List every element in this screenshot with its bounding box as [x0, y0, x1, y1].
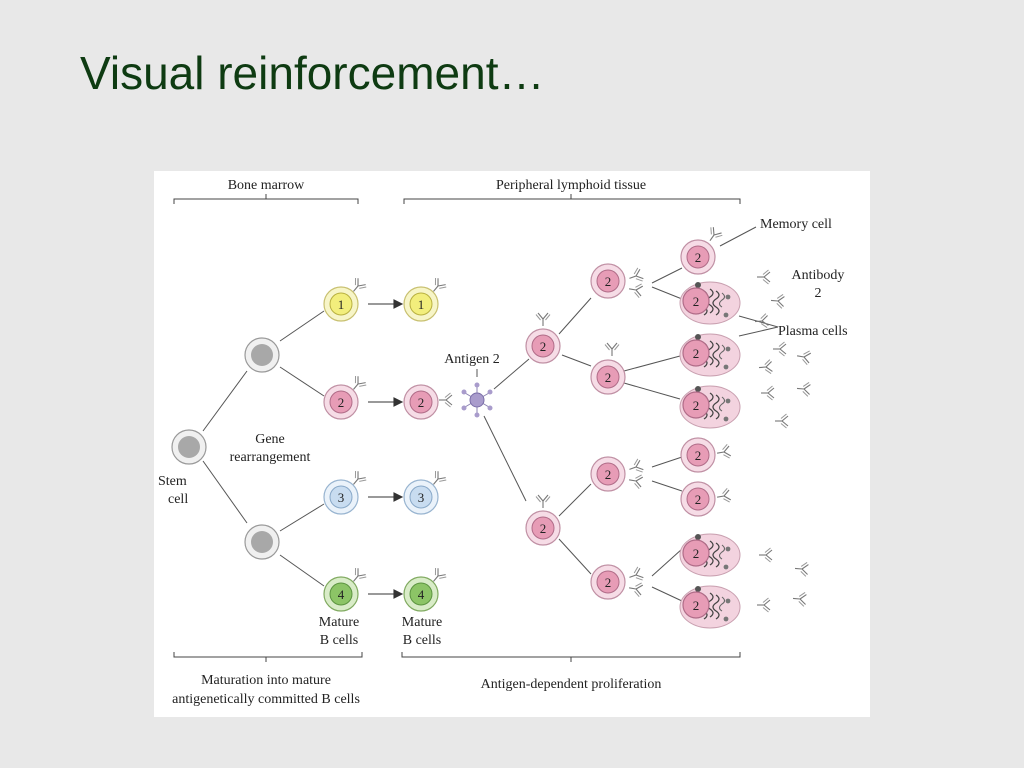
- svg-text:3: 3: [338, 490, 345, 505]
- memory-cell-b: 2: [680, 437, 732, 473]
- memory-cell-c: 2: [680, 481, 732, 517]
- svg-text:2: 2: [695, 250, 702, 265]
- maturation-bracket: [173, 652, 363, 662]
- proliferation-label: Antigen-dependent proliferation: [481, 677, 662, 692]
- dividing-cell-b: 2: [590, 342, 626, 395]
- antigen-label: Antigen 2: [444, 352, 500, 367]
- svg-text:2: 2: [693, 398, 700, 413]
- svg-text:2: 2: [695, 448, 702, 463]
- peripheral-tissue-label: Peripheral lymphoid tissue: [496, 178, 646, 193]
- svg-text:2: 2: [338, 395, 345, 410]
- plasma-cell-2: 2: [679, 333, 741, 377]
- mature-b-cell-3: 3: [403, 469, 448, 515]
- svg-text:3: 3: [418, 490, 425, 505]
- svg-text:4: 4: [418, 587, 425, 602]
- b-cell-clone-1: 1: [323, 276, 368, 322]
- svg-text:2: 2: [605, 467, 612, 482]
- b-cell-clone-4: 4: [323, 566, 368, 612]
- svg-text:2: 2: [540, 521, 547, 536]
- maturation-arrows: [368, 299, 404, 599]
- svg-text:2: 2: [605, 370, 612, 385]
- antibody-label-1: Antibody: [792, 268, 845, 283]
- stem-cell-label-1: Stem: [158, 474, 187, 489]
- svg-text:2: 2: [540, 339, 547, 354]
- maturation-label-1: Maturation into mature: [201, 673, 331, 688]
- svg-text:2: 2: [693, 598, 700, 613]
- proliferation-bracket: [401, 652, 741, 662]
- svg-text:4: 4: [338, 587, 345, 602]
- svg-text:2: 2: [693, 546, 700, 561]
- b-cell-diagram: Bone marrow Peripheral lymphoid tissue: [154, 171, 870, 717]
- progenitor-cell-upper: [244, 337, 280, 373]
- svg-text:1: 1: [418, 297, 425, 312]
- mature-b-cell-4: 4: [403, 566, 448, 612]
- lineage-lines: [202, 226, 779, 602]
- svg-text:2: 2: [605, 575, 612, 590]
- plasma-cell-5: 2: [679, 585, 741, 629]
- mature-b-label-1-line2: B cells: [320, 633, 359, 648]
- mature-b-label-1-line1: Mature: [319, 615, 359, 630]
- svg-text:2: 2: [693, 294, 700, 309]
- peripheral-bracket: [403, 194, 741, 204]
- stem-cell-label-2: cell: [168, 492, 188, 507]
- stem-cell: [171, 429, 207, 465]
- plasma-cells-label: Plasma cells: [778, 324, 848, 339]
- slide-title: Visual reinforcement…: [80, 47, 545, 99]
- dividing-cell-a: 2: [590, 263, 645, 299]
- svg-text:2: 2: [693, 346, 700, 361]
- progenitor-cell-lower: [244, 524, 280, 560]
- bone-marrow-label: Bone marrow: [228, 178, 305, 193]
- b-cell-clone-3: 3: [323, 469, 368, 515]
- mature-b-cell-2: 2: [403, 384, 453, 420]
- plasma-cell-3: 2: [679, 385, 741, 429]
- svg-text:2: 2: [605, 274, 612, 289]
- antigen-2: [461, 382, 493, 418]
- gene-label-1: Gene: [255, 432, 285, 447]
- svg-text:2: 2: [418, 395, 425, 410]
- bone-marrow-bracket: [173, 194, 359, 204]
- gene-label-2: rearrangement: [230, 450, 311, 465]
- activated-b-cell-upper: 2: [525, 312, 561, 364]
- maturation-label-2: antigenetically committed B cells: [172, 692, 360, 707]
- plasma-cell-4: 2: [679, 533, 741, 577]
- free-antibodies: [753, 269, 812, 613]
- mature-b-label-2-line1: Mature: [402, 615, 442, 630]
- memory-cell-label: Memory cell: [760, 217, 832, 232]
- dividing-cell-d: 2: [590, 564, 645, 600]
- b-cell-clone-2: 2: [323, 374, 368, 420]
- memory-cell: 2: [680, 225, 724, 275]
- diagram-canvas: Bone marrow Peripheral lymphoid tissue: [158, 178, 848, 707]
- mature-b-cell-1: 1: [403, 276, 448, 322]
- svg-text:1: 1: [338, 297, 345, 312]
- plasma-cell-1: 2: [679, 281, 741, 325]
- antibody-label-2: 2: [815, 286, 822, 301]
- activated-b-cell-lower: 2: [525, 494, 561, 546]
- mature-b-label-2-line2: B cells: [403, 633, 442, 648]
- svg-text:2: 2: [695, 492, 702, 507]
- dividing-cell-c: 2: [590, 456, 645, 492]
